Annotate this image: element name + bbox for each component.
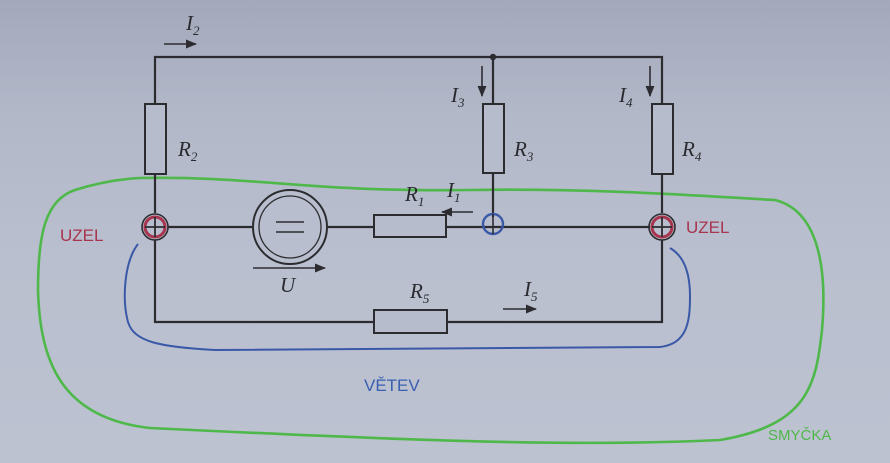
node-mid (481, 212, 505, 236)
label-u: U (280, 273, 297, 297)
voltage-source (252, 189, 328, 265)
junction-dot (489, 53, 497, 61)
label-i4: I4 (618, 83, 633, 110)
label-r2: R2 (177, 137, 198, 164)
label-r4: R4 (681, 137, 702, 164)
node-right (648, 213, 676, 241)
node-label-right: UZEL (686, 218, 729, 237)
branch-label: VĚTEV (364, 376, 420, 395)
label-r3: R3 (513, 137, 534, 164)
label-i3: I3 (450, 83, 465, 110)
label-r1: R1 (404, 182, 424, 209)
node-label-left: UZEL (60, 226, 103, 245)
label-r5: R5 (409, 279, 430, 306)
resistor-r2 (144, 103, 167, 175)
source-symbol (276, 221, 304, 233)
node-left (141, 213, 169, 241)
loop-curve (36, 176, 825, 445)
resistor-r1 (373, 214, 447, 238)
resistor-r5 (373, 309, 448, 334)
resistor-r4 (651, 103, 674, 175)
loop-label: SMYČKA (768, 427, 831, 444)
label-i2: I2 (185, 11, 200, 38)
wire-bottom (153, 240, 664, 324)
wire-top (153, 55, 664, 104)
label-i1: I1 (446, 178, 461, 205)
resistor-r3 (482, 103, 505, 174)
label-i5: I5 (523, 277, 538, 304)
voltage-source-inner (258, 195, 322, 259)
branch-curve (123, 243, 692, 352)
